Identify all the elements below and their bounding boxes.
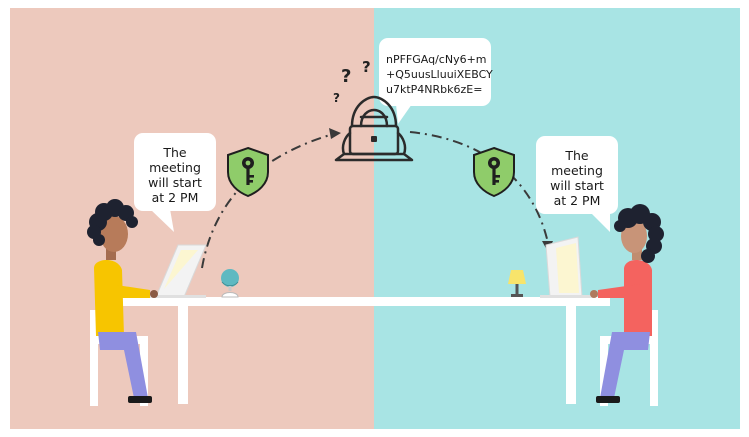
svg-text:nPFFGAq/cNy6+m: nPFFGAq/cNy6+m xyxy=(386,53,487,66)
ciphertext-bubble: nPFFGAq/cNy6+m +Q5uusLluuiXEBCY u7ktP4NR… xyxy=(379,38,493,124)
left-speech-bubble: The meeting will start at 2 PM xyxy=(134,133,216,232)
svg-text:at 2 PM: at 2 PM xyxy=(152,190,199,205)
svg-text:meeting: meeting xyxy=(149,160,201,175)
hacker-laptop-icon xyxy=(334,95,414,162)
right-message-line-1: The xyxy=(564,148,589,163)
svg-text:The: The xyxy=(564,148,589,163)
question-mark-2: ? xyxy=(362,58,371,76)
laptop-icon xyxy=(540,236,594,298)
receiver-person xyxy=(590,204,664,406)
hacker-to-receiver-arrow xyxy=(409,131,549,244)
question-mark-3: ? xyxy=(333,91,340,105)
svg-text:will start: will start xyxy=(550,178,604,193)
sender-person xyxy=(87,199,158,406)
right-message-line-3: will start xyxy=(550,178,604,193)
svg-text:meeting: meeting xyxy=(551,163,603,178)
table xyxy=(112,297,610,404)
left-message-line-1: The xyxy=(162,145,187,160)
right-message-line-4: at 2 PM xyxy=(554,193,601,208)
key-shield-icon xyxy=(227,146,269,198)
globe-icon xyxy=(221,269,239,298)
ciphertext-line-3: u7ktP4NRbk6zE= xyxy=(386,83,482,96)
arrowhead-hacker xyxy=(329,128,341,139)
right-speech-bubble: The meeting will start at 2 PM xyxy=(536,136,618,232)
question-marks: ? ? ? xyxy=(333,58,371,105)
left-message-line-3: will start xyxy=(148,175,202,190)
left-background xyxy=(10,8,374,429)
ciphertext-line-1: nPFFGAq/cNy6+m xyxy=(386,53,487,66)
svg-text:u7ktP4NRbk6zE=: u7ktP4NRbk6zE= xyxy=(386,83,482,96)
right-message-line-2: meeting xyxy=(551,163,603,178)
svg-text:at 2 PM: at 2 PM xyxy=(554,193,601,208)
left-message-line-4: at 2 PM xyxy=(152,190,199,205)
question-mark-1: ? xyxy=(341,66,351,87)
svg-text:The: The xyxy=(162,145,187,160)
ciphertext-line-2: +Q5uusLluuiXEBCY xyxy=(386,68,493,81)
lamp-icon xyxy=(508,270,526,297)
left-message-line-2: meeting xyxy=(149,160,201,175)
key-shield-icon xyxy=(473,146,515,198)
svg-text:will start: will start xyxy=(148,175,202,190)
svg-text:+Q5uusLluuiXEBCY: +Q5uusLluuiXEBCY xyxy=(386,68,493,81)
laptop-icon xyxy=(150,244,207,298)
